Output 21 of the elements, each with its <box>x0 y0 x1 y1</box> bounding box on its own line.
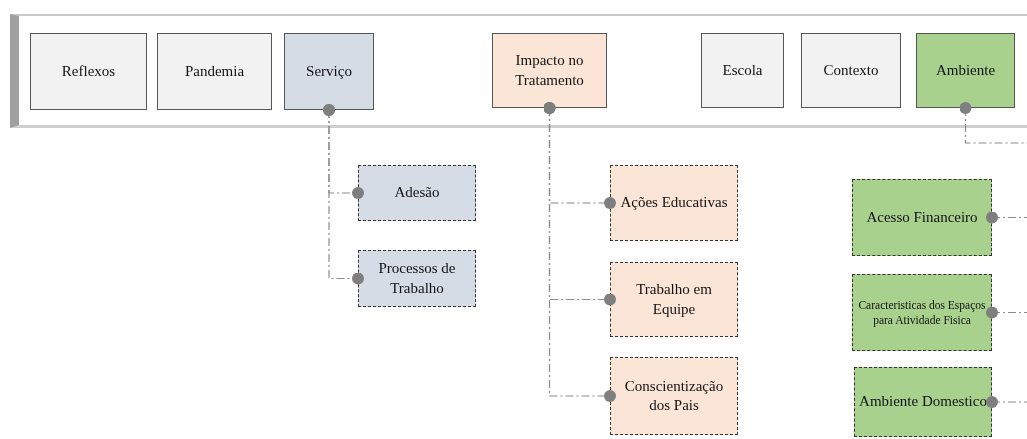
category-box: Contexto <box>801 33 901 108</box>
connector-line <box>959 102 1027 144</box>
subcategory-box: Ações Educativas <box>610 165 738 241</box>
category-box: Serviço <box>284 33 374 110</box>
subcategory-box: Conscientização dos Pais <box>610 357 738 435</box>
subcategory-box: Trabalho em Equipe <box>610 262 738 337</box>
subcategory-box: Adesão <box>358 165 476 221</box>
connector-line <box>323 104 364 285</box>
connector-line <box>986 211 1027 224</box>
subcategory-box: Ambiente Domestico <box>854 367 992 437</box>
connector-line <box>986 306 1027 319</box>
subcategory-box: Caracteristicas dos Espaços para Atividade Fisica <box>852 274 992 351</box>
category-box: Pandemia <box>157 33 272 110</box>
connector-line <box>986 396 1027 408</box>
subcategory-box: Acesso Financeiro <box>852 179 992 256</box>
subcategory-box: Processos de Trabalho <box>358 250 476 307</box>
category-box: Escola <box>701 33 784 108</box>
category-box: Reflexos <box>30 33 147 110</box>
category-box: Impacto no Tratamento <box>492 33 607 108</box>
connector-line <box>543 102 616 402</box>
category-box: Ambiente <box>916 33 1015 108</box>
